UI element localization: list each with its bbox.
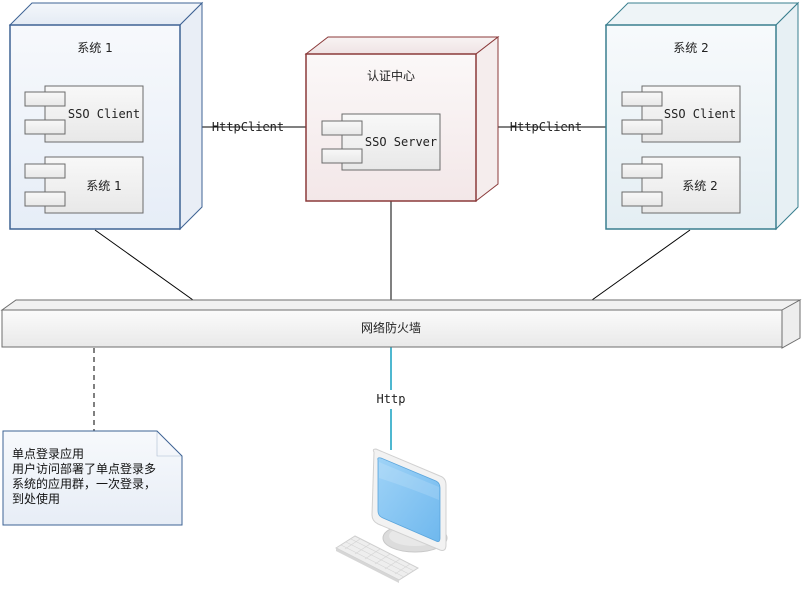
label-bg [372,391,412,407]
note-fold-icon [156,431,182,457]
node-top-face [8,2,204,26]
node-side-face [475,35,499,203]
note-line: 到处使用 [12,492,61,506]
node-title: 网络防火墙 [361,320,421,335]
component-port-icon [621,119,663,135]
link-label-httpclient-right: HttpClient [510,120,582,134]
node-system1[interactable]: 系统 1 SSO Client 系统 1 [8,1,204,231]
link-system2-firewall [584,229,691,306]
node-system2[interactable]: 系统 2 SSO Client 系统 2 [604,1,800,231]
component-port-icon [24,163,66,179]
component-label: SSO Client [664,107,736,121]
note-box [2,430,183,526]
component-port-icon [24,191,66,207]
component-port-icon [24,119,66,135]
component-port-icon [621,91,663,107]
component-sso-client[interactable]: SSO Client [24,85,144,143]
node-title: 系统 1 [77,41,112,55]
component-port-icon [621,191,663,207]
node-auth-center[interactable]: 认证中心 SSO Server [304,35,500,203]
link-system1-firewall [94,229,201,306]
component-system2-app[interactable]: 系统 2 [621,156,741,214]
component-sso-server[interactable]: SSO Server [321,113,441,171]
note-text: 单点登录应用 用户访问部署了单点登录多 系统的应用群，一次登录， 到处使用 [12,447,182,507]
node-title: 系统 2 [673,41,708,55]
node-firewall[interactable]: 网络防火墙 [0,299,802,349]
node-side-face [775,1,799,231]
component-label: SSO Server [365,135,437,149]
connection-lines [93,126,691,450]
component-label: SSO Client [68,107,140,121]
node-top-face [0,299,802,311]
component-port-icon [621,163,663,179]
component-system1-app[interactable]: 系统 1 [24,156,144,214]
desktop-computer-icon [334,448,448,583]
node-front-face [1,309,783,348]
component-sso-client[interactable]: SSO Client [621,85,741,143]
node-top-face [304,36,500,55]
link-label-httpclient-left: HttpClient [212,120,284,134]
link-label-http: Http [377,392,406,406]
component-label: 系统 2 [682,179,717,193]
node-side-face [179,1,203,231]
component-port-icon [321,148,363,164]
node-title: 认证中心 [367,68,415,83]
note-line: 单点登录应用 [12,447,85,461]
node-top-face [604,2,800,26]
note-line: 系统的应用群，一次登录， [12,477,157,491]
component-port-icon [321,120,363,136]
component-label: 系统 1 [86,179,121,193]
note-line: 用户访问部署了单点登录多 [12,462,157,476]
component-port-icon [24,91,66,107]
